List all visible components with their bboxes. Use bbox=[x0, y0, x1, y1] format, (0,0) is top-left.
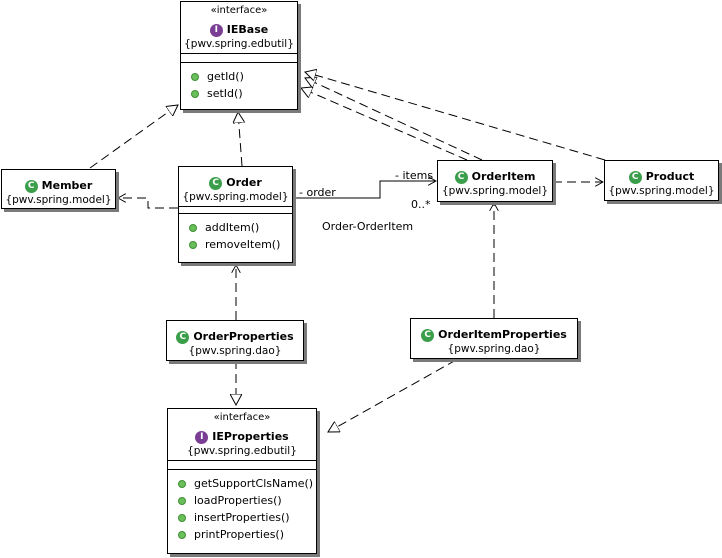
public-method-icon bbox=[189, 223, 197, 232]
operation-label: addItem() bbox=[205, 221, 260, 234]
class-icon: C bbox=[24, 179, 38, 193]
iebase-operations-compartment: getId() setId() bbox=[181, 62, 297, 105]
order-name: Order bbox=[226, 176, 262, 189]
ieproperties-package: {pwv.spring.edbutil} bbox=[187, 445, 297, 457]
class-icon: C bbox=[628, 170, 642, 184]
ieproperties-stereotype: «interface» bbox=[213, 412, 271, 423]
operation-row: getSupportClsName() bbox=[178, 475, 316, 492]
product-realizes-iebase bbox=[305, 72, 606, 161]
product-name: Product bbox=[645, 170, 695, 183]
association-source-role: - order bbox=[299, 186, 336, 199]
ieproperties-name: IEProperties bbox=[212, 430, 289, 443]
ieproperties-attributes-compartment bbox=[168, 460, 316, 469]
association-target-role: - items bbox=[395, 169, 434, 182]
public-method-icon bbox=[178, 496, 186, 505]
operation-label: getId() bbox=[207, 70, 244, 83]
public-method-icon bbox=[178, 530, 186, 539]
orderitem-realizes-iebase-b bbox=[305, 78, 483, 161]
orderproperties-package: {pwv.spring.dao} bbox=[188, 345, 282, 357]
orderitemproperties-realizes-ieproperties bbox=[328, 359, 457, 432]
orderitemproperties-package: {pwv.spring.dao} bbox=[447, 343, 541, 355]
association-multiplicity: 0..* bbox=[411, 198, 431, 211]
order-package: {pwv.spring.model} bbox=[182, 191, 289, 203]
order-orderitem-association bbox=[293, 181, 436, 199]
orderitem-package: {pwv.spring.model} bbox=[441, 185, 549, 197]
orderitemproperties-name: OrderItemProperties bbox=[438, 328, 567, 341]
operation-row: insertProperties() bbox=[178, 509, 316, 526]
class-icon: C bbox=[176, 330, 190, 344]
public-method-icon bbox=[191, 89, 199, 98]
iebase-stereotype: «interface» bbox=[210, 5, 268, 16]
order-attributes-compartment bbox=[179, 206, 292, 213]
orderitem-realizes-iebase-a bbox=[301, 88, 468, 161]
ieproperties-operations-compartment: getSupportClsName() loadProperties() ins… bbox=[168, 469, 316, 546]
operation-label: removeItem() bbox=[205, 238, 281, 251]
operation-label: insertProperties() bbox=[194, 511, 290, 524]
operation-row: printProperties() bbox=[178, 526, 316, 543]
operation-row: setId() bbox=[191, 85, 297, 102]
class-icon: C bbox=[454, 170, 468, 184]
iebase-name: IEBase bbox=[226, 23, 269, 36]
order-operations-compartment: addItem() removeItem() bbox=[179, 213, 292, 256]
iebase-package: {pwv.spring.edbutil} bbox=[184, 38, 294, 50]
association-name: Order-OrderItem bbox=[322, 220, 414, 233]
public-method-icon bbox=[189, 240, 197, 249]
operation-row: addItem() bbox=[189, 219, 292, 236]
operation-label: printProperties() bbox=[194, 528, 285, 541]
product-package: {pwv.spring.model} bbox=[608, 185, 715, 197]
operation-label: getSupportClsName() bbox=[194, 477, 314, 490]
operation-label: loadProperties() bbox=[194, 494, 282, 507]
iebase-attributes-compartment bbox=[181, 53, 297, 62]
orderproperties-name: OrderProperties bbox=[193, 330, 294, 343]
interface-icon: I bbox=[195, 430, 209, 444]
public-method-icon bbox=[178, 479, 186, 488]
operation-row: loadProperties() bbox=[178, 492, 316, 509]
interface-icon: I bbox=[209, 23, 223, 37]
member-name: Member bbox=[41, 179, 93, 192]
operation-label: setId() bbox=[207, 87, 243, 100]
order-realizes-iebase bbox=[238, 112, 242, 167]
class-icon: C bbox=[209, 176, 223, 190]
public-method-icon bbox=[178, 513, 186, 522]
orderitem-name: OrderItem bbox=[471, 170, 536, 183]
member-package: {pwv.spring.model} bbox=[5, 194, 112, 206]
class-icon: C bbox=[421, 328, 435, 342]
operation-row: removeItem() bbox=[189, 236, 292, 253]
public-method-icon bbox=[191, 72, 199, 81]
order-depends-member bbox=[118, 198, 178, 209]
operation-row: getId() bbox=[191, 68, 297, 85]
member-realizes-iebase bbox=[89, 105, 178, 169]
